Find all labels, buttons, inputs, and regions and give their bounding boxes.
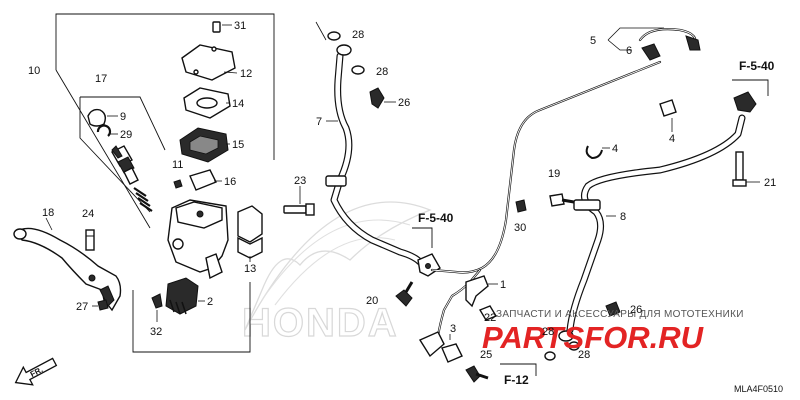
part-nut-30 bbox=[515, 199, 527, 213]
callout-5: 5 bbox=[590, 35, 596, 47]
part-diaphragm-15 bbox=[179, 127, 230, 163]
callout-20: 20 bbox=[366, 295, 378, 307]
part-boot-9 bbox=[87, 108, 118, 127]
part-bolt-20 bbox=[395, 281, 414, 307]
callout-6: 6 bbox=[626, 45, 632, 57]
callout-11: 11 bbox=[172, 159, 183, 171]
callout-7: 7 bbox=[316, 116, 322, 128]
ref-f12-text: F-12 bbox=[504, 373, 529, 387]
part-float-16 bbox=[189, 169, 222, 191]
part-grommet-6 bbox=[641, 43, 661, 61]
part-diaphragm-plate-14 bbox=[183, 87, 231, 119]
callout-23: 23 bbox=[294, 175, 306, 187]
callout-16: 16 bbox=[224, 176, 236, 188]
part-brake-hose-7 bbox=[325, 52, 424, 266]
part-hose-fitting-right bbox=[732, 79, 769, 113]
honda-logo-text: HONDA bbox=[242, 301, 399, 345]
part-bolt-23 bbox=[283, 186, 315, 216]
part-bolt-21 bbox=[732, 151, 760, 187]
callout-28-d: 28 bbox=[578, 349, 590, 361]
front-direction-arrow: FR. bbox=[14, 357, 58, 386]
callout-18: 18 bbox=[42, 207, 54, 219]
diagram-code: MLA4F0510 bbox=[734, 384, 783, 394]
callout-29: 29 bbox=[120, 129, 132, 141]
callout-24: 24 bbox=[82, 208, 94, 220]
part-screw-32 bbox=[151, 293, 163, 322]
part-pipe-joint-3 bbox=[418, 331, 463, 363]
part-bolt-25 bbox=[465, 365, 489, 383]
callout-14: 14 bbox=[232, 98, 244, 110]
part-bolt-22 bbox=[478, 305, 498, 321]
callout-10: 10 bbox=[28, 65, 40, 77]
callout-27: 27 bbox=[76, 301, 88, 313]
callout-13: 13 bbox=[244, 263, 256, 275]
part-clip-11 bbox=[173, 179, 183, 189]
callout-4-lower: 4 bbox=[612, 143, 618, 155]
callout-15: 15 bbox=[232, 139, 244, 151]
part-pivot-bolt-24 bbox=[85, 229, 95, 251]
callout-3: 3 bbox=[450, 323, 456, 335]
callout-9: 9 bbox=[120, 111, 126, 123]
callout-26-b: 26 bbox=[630, 304, 642, 316]
ref-f540-top-text: F-5-40 bbox=[739, 59, 775, 73]
callout-22: 22 bbox=[484, 312, 496, 324]
part-piston-kit-17 bbox=[111, 145, 153, 212]
shop-watermark: ЗАПЧАСТИ И АКСЕССУАРЫ ДЛЯ МОТОТЕХНИКИ PA… bbox=[482, 309, 744, 355]
callout-12: 12 bbox=[240, 68, 252, 80]
callout-4-upper: 4 bbox=[669, 133, 675, 145]
callout-28-a: 28 bbox=[352, 29, 364, 41]
part-bolt-19 bbox=[549, 193, 575, 207]
callout-26-a: 26 bbox=[398, 97, 410, 109]
callout-1: 1 bbox=[500, 279, 506, 291]
callout-19: 19 bbox=[548, 168, 560, 180]
callout-25: 25 bbox=[480, 349, 492, 361]
shop-tagline: ЗАПЧАСТИ И АКСЕССУАРЫ ДЛЯ МОТОТЕХНИКИ bbox=[496, 309, 744, 320]
callout-8: 8 bbox=[620, 211, 626, 223]
callout-2: 2 bbox=[207, 296, 213, 308]
master-cylinder-frame bbox=[55, 13, 275, 353]
part-banjo-bolt-26-top bbox=[369, 87, 396, 109]
part-clip-4-lower bbox=[585, 145, 610, 160]
honda-watermark: HONDA bbox=[241, 201, 432, 346]
callout-17: 17 bbox=[95, 73, 107, 85]
callout-21: 21 bbox=[764, 177, 776, 189]
callouts: 31 12 14 15 16 11 10 17 9 29 13 23 18 24… bbox=[28, 20, 776, 361]
part-brake-hose-8 bbox=[566, 114, 746, 334]
part-bracket-1 bbox=[465, 275, 498, 308]
callout-32: 32 bbox=[150, 326, 162, 338]
ref-f12: F-12 bbox=[500, 363, 537, 387]
ref-f540-top: F-5-40 bbox=[739, 59, 775, 73]
ref-f540-mid: F-5-40 bbox=[412, 211, 454, 248]
callout-30: 30 bbox=[514, 222, 526, 234]
part-hose-joint bbox=[417, 253, 441, 277]
callout-28-c: 28 bbox=[542, 326, 554, 338]
ref-f540-mid-text: F-5-40 bbox=[418, 211, 454, 225]
part-brake-lever-18 bbox=[13, 217, 122, 312]
part-pipe-5 bbox=[607, 27, 701, 51]
part-washers-28-lower bbox=[544, 301, 621, 361]
callout-31: 31 bbox=[234, 20, 246, 32]
part-nut-27 bbox=[92, 299, 109, 311]
part-clip-4-upper bbox=[659, 99, 677, 132]
part-circlip-29 bbox=[96, 124, 118, 137]
shop-name: PARTSFOR.RU bbox=[482, 320, 705, 355]
part-brake-switch-2 bbox=[165, 277, 205, 315]
callout-28-b: 28 bbox=[376, 66, 388, 78]
part-reservoir-cap-12 bbox=[181, 44, 238, 81]
part-screw-31 bbox=[212, 21, 232, 33]
part-washer-28-top bbox=[315, 21, 365, 75]
part-master-cylinder-body bbox=[167, 199, 263, 280]
